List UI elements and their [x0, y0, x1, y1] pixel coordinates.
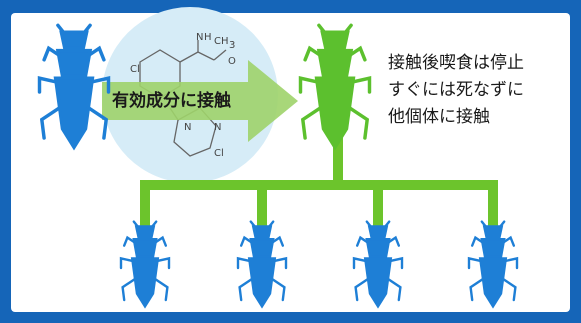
recipient-ant-icon-2 — [236, 220, 288, 308]
description-line-1: 接触後喫食は停止 — [388, 53, 524, 73]
recipient-ant-icon-1 — [119, 220, 171, 308]
contact-arrow-label: 有効成分に接触 — [112, 91, 231, 111]
contaminated-ant-icon — [298, 23, 372, 149]
molecule-label-n3: N — [214, 122, 221, 133]
description-line-2: すぐには死なずに — [388, 80, 524, 100]
behavior-description: 接触後喫食は停止 すぐには死なずに 他個体に接触 — [388, 50, 568, 131]
recipient-ant-icon-3 — [352, 220, 404, 308]
spread-branch-lines — [140, 135, 498, 233]
molecule-label-h: H — [204, 32, 212, 43]
molecule-label-ch: CH — [214, 36, 229, 47]
molecule-label-o: O — [228, 56, 236, 67]
diagram-panel — [11, 13, 570, 312]
molecule-label-n: N — [196, 32, 203, 43]
molecule-label-n2: N — [184, 122, 191, 133]
molecule-label-3: 3 — [229, 40, 235, 51]
molecule-label-cl-bottom: Cl — [214, 148, 224, 159]
source-ant-icon — [37, 23, 111, 149]
recipient-ant-icon-4 — [467, 220, 519, 308]
contact-arrow — [102, 60, 298, 142]
description-line-3: 他個体に接触 — [388, 107, 490, 127]
molecule-label-cl-top: Cl — [130, 64, 140, 75]
